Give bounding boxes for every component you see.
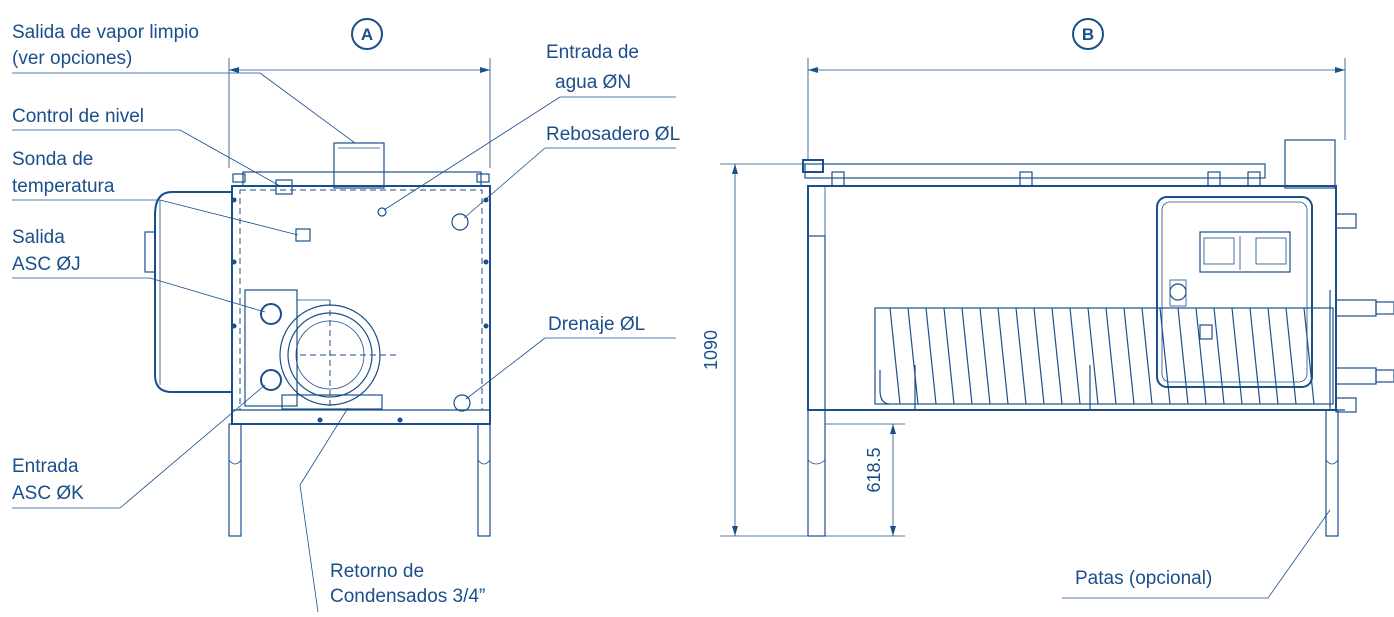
label-asc-outlet-2: ASC ØJ — [12, 254, 81, 275]
coil-turn — [1213, 307, 1225, 405]
label-drain: Drenaje ØL — [548, 314, 645, 335]
temperature-probe-icon — [295, 228, 311, 242]
view-a: A — [12, 18, 680, 613]
label-asc-inlet-1: Entrada — [12, 456, 79, 477]
label-steam-outlet-2: (ver opciones) — [12, 48, 132, 69]
legs-b — [807, 235, 1339, 537]
height-dimension-b: 1090 — [701, 163, 808, 537]
label-asc-outlet-1: Salida — [12, 227, 65, 248]
coil-turn — [1123, 307, 1135, 405]
coil-turn — [979, 307, 991, 405]
coil-turn — [925, 307, 937, 405]
drain-icon — [453, 394, 471, 412]
dimension-leg-height: 618.5 — [864, 447, 884, 492]
overflow-icon — [451, 213, 469, 231]
top-cover-b — [802, 139, 1336, 189]
coil-turn — [1033, 307, 1045, 405]
coil-turn — [997, 307, 1009, 405]
bolts-a — [231, 197, 489, 423]
tank-body-b — [807, 185, 1345, 411]
exchanger-flange-a — [244, 289, 400, 410]
coil-turn — [1159, 307, 1171, 405]
coil-turn — [907, 307, 919, 405]
legs-a — [228, 423, 491, 537]
coil-turn — [943, 307, 955, 405]
coil-turn — [1303, 307, 1315, 405]
coil-turn — [1015, 307, 1027, 405]
width-dimension-b — [807, 58, 1346, 160]
connectors-b — [1329, 213, 1394, 413]
tank-body-a — [231, 185, 491, 425]
badge-b-label: B — [1082, 25, 1094, 44]
coil-turn — [1069, 307, 1081, 405]
label-condensate-2: Condensados 3/4” — [330, 586, 485, 607]
label-water-inlet-2: agua ØN — [555, 72, 631, 93]
label-water-inlet-1: Entrada de — [546, 42, 639, 63]
badge-a: A — [351, 18, 383, 50]
coil-turn — [961, 307, 973, 405]
badge-b: B — [1072, 18, 1104, 50]
label-legs: Patas (opcional) — [1075, 568, 1212, 589]
control-panel-b — [1156, 196, 1313, 388]
label-level-control: Control de nivel — [12, 106, 144, 127]
coil-turn — [1141, 307, 1153, 405]
label-condensate-1: Retorno de — [330, 561, 424, 582]
label-temp-probe-2: temperatura — [12, 176, 115, 197]
view-b: B 1090 618.5 — [701, 18, 1394, 599]
label-overflow: Rebosadero ØL — [546, 124, 680, 145]
width-dimension-a — [228, 58, 491, 168]
coil-turn — [1087, 307, 1099, 405]
coil-turn — [1249, 307, 1261, 405]
coil-turn — [1231, 307, 1243, 405]
leaders-a — [12, 72, 676, 613]
coil-turn — [1051, 307, 1063, 405]
coil-turn — [1285, 307, 1297, 405]
heating-coil-b — [874, 307, 1334, 410]
water-inlet-icon — [377, 207, 387, 217]
coil-turn — [1105, 307, 1117, 405]
badge-a-label: A — [361, 25, 373, 44]
coil-turn — [1195, 307, 1207, 405]
label-asc-inlet-2: ASC ØK — [12, 483, 84, 504]
label-temp-probe-1: Sonda de — [12, 149, 93, 170]
coil-turn — [889, 307, 901, 405]
leg-dimension-b: 618.5 — [825, 423, 905, 537]
coil-turn — [1177, 307, 1189, 405]
dimension-total-height: 1090 — [701, 330, 721, 370]
coil-turn — [1267, 307, 1279, 405]
legs-callout — [1062, 509, 1331, 599]
side-control-box-a — [144, 191, 232, 393]
label-steam-outlet-1: Salida de vapor limpio — [12, 22, 199, 43]
level-control-icon — [275, 179, 293, 195]
